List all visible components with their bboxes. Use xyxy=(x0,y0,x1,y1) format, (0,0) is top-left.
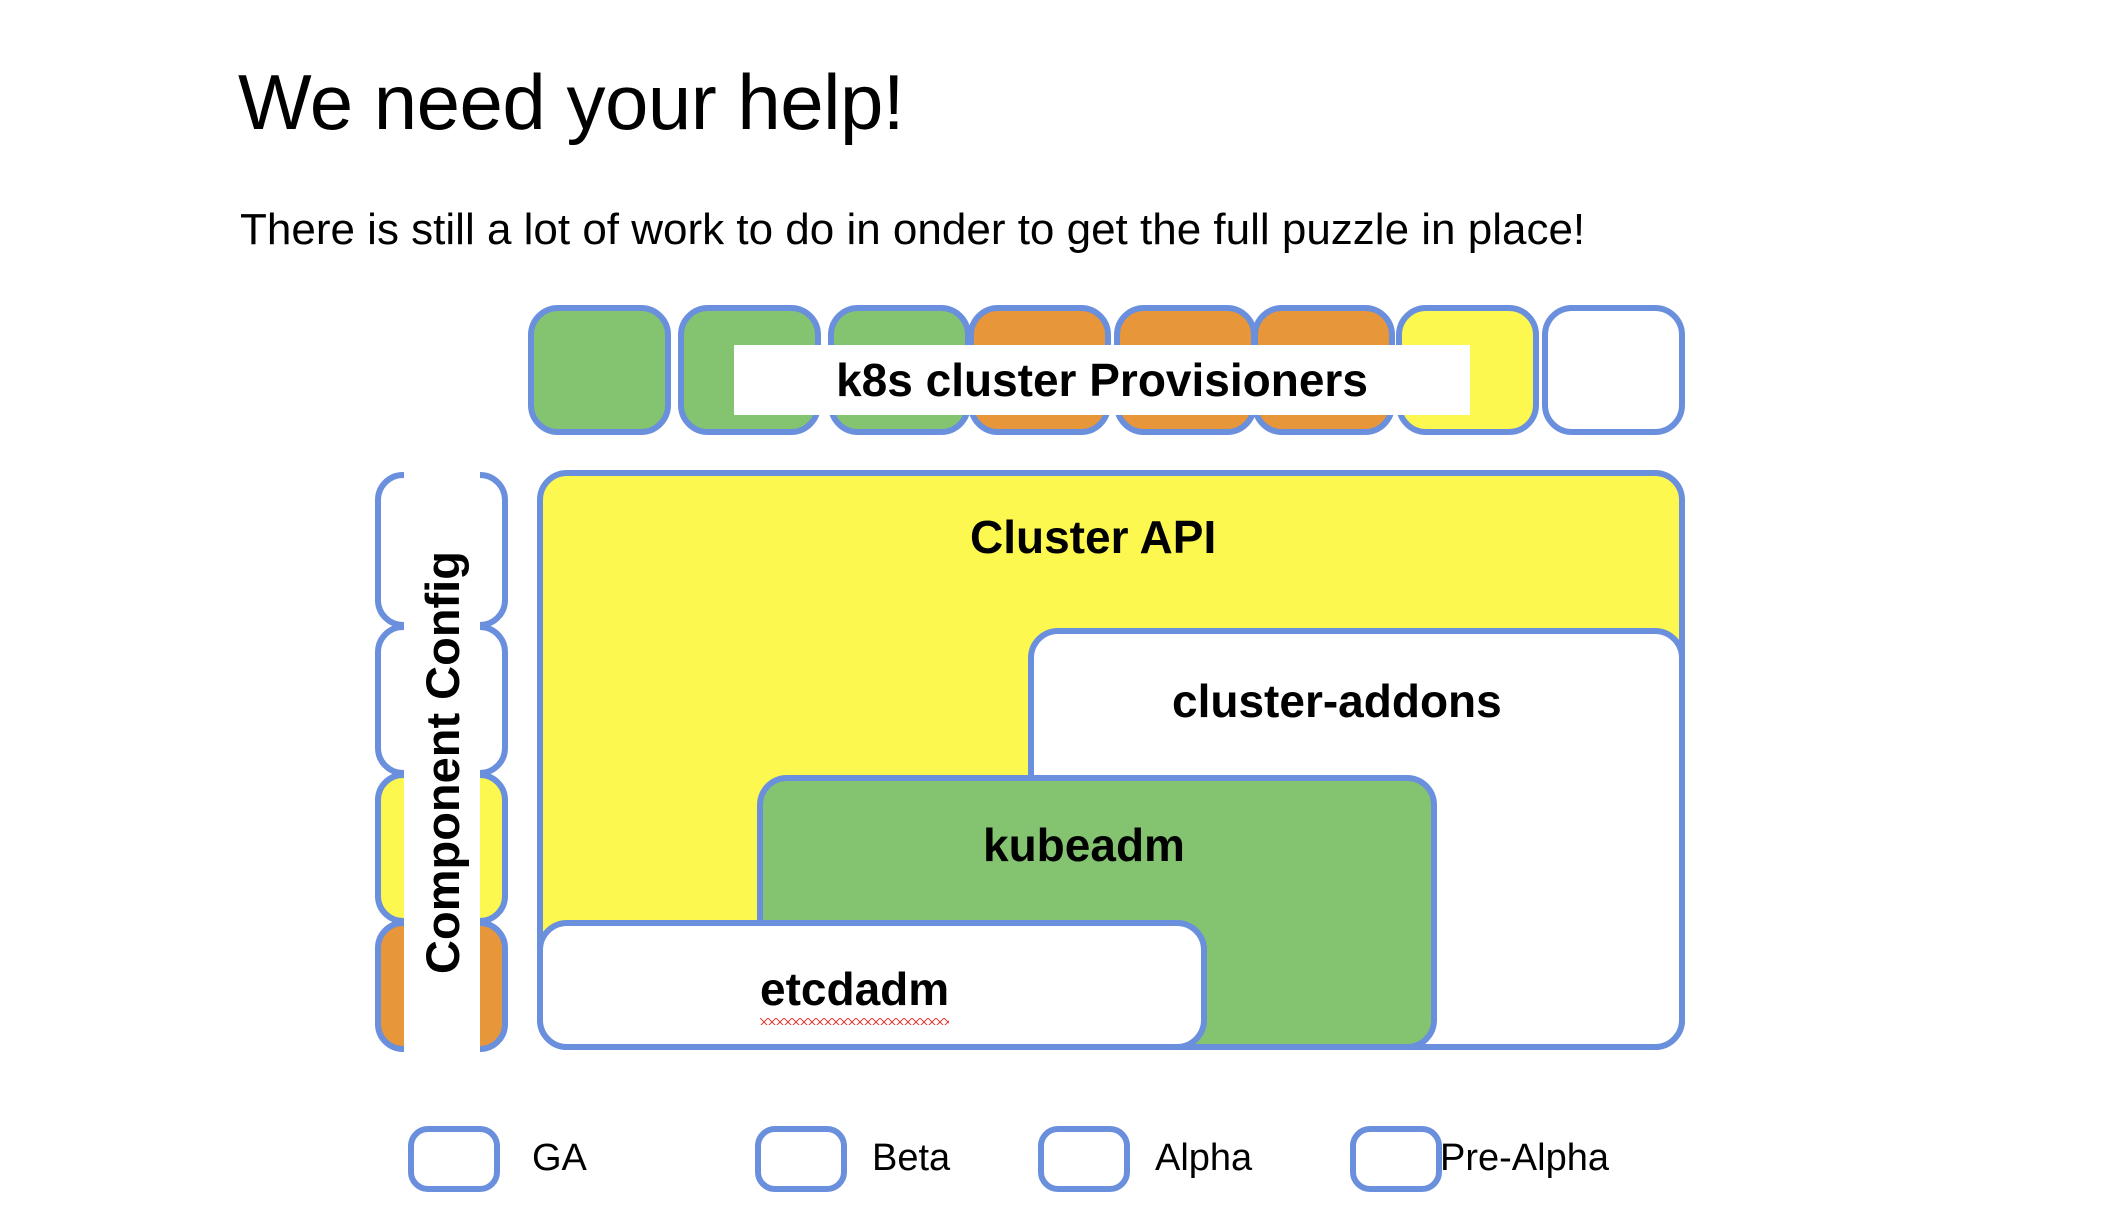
legend-swatch-alpha xyxy=(1038,1126,1130,1192)
stack-label-cluster-api: Cluster API xyxy=(970,511,1217,563)
component-config-label: Component Config xyxy=(404,472,480,1052)
page-title: We need your help! xyxy=(238,58,905,147)
legend-swatch-prealpha xyxy=(1350,1126,1442,1192)
provisioner-box-8 xyxy=(1542,305,1685,435)
component-config-label-text: Component Config xyxy=(415,550,469,974)
page-subtitle: There is still a lot of work to do in on… xyxy=(240,205,1586,254)
legend-label-ga: GA xyxy=(532,1137,587,1179)
legend-swatch-ga xyxy=(408,1126,500,1192)
stack-label-cluster-addons: cluster-addons xyxy=(1172,675,1502,727)
provisioner-box-1 xyxy=(528,305,671,435)
legend-label-prealpha: Pre-Alpha xyxy=(1440,1137,1609,1179)
legend-label-beta: Beta xyxy=(872,1137,951,1179)
stack-label-etcdadm: etcdadm xyxy=(760,962,950,1025)
legend-swatch-beta xyxy=(755,1126,847,1192)
legend-label-alpha: Alpha xyxy=(1155,1137,1253,1179)
provisioners-label: k8s cluster Provisioners xyxy=(734,345,1470,415)
stack-label-kubeadm: kubeadm xyxy=(983,819,1185,871)
stack-label-etcdadm-text: etcdadm xyxy=(760,963,950,1025)
stack-box-etcdadm xyxy=(537,920,1207,1050)
